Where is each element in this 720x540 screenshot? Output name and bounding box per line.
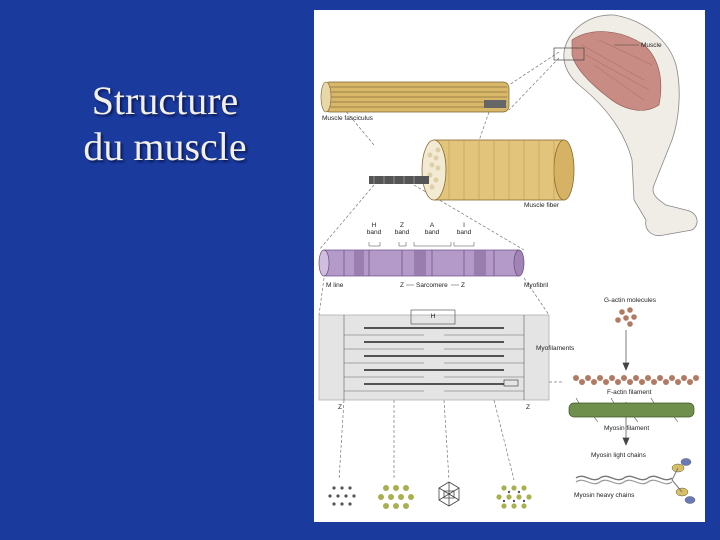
h-marker-label: H [431, 313, 436, 320]
m-line-label: M line [326, 282, 344, 289]
g-actin-label: G-actin molecules [604, 297, 657, 304]
fasciculus-illustration [321, 82, 509, 112]
z-left-label: Z [400, 282, 404, 289]
z-right-label: Z [461, 282, 465, 289]
myosin-light-chains-label: Myosin light chains [591, 452, 647, 459]
f-actin-filament [573, 375, 699, 385]
myofilaments-illustration [319, 310, 549, 400]
slide-title: Structure du muscle [40, 78, 290, 170]
title-line-2: du muscle [40, 124, 290, 170]
myosin-filament-label: Myosin filament [604, 425, 649, 432]
muscle-label: Muscle [641, 42, 662, 49]
z-bottom-left-label: Z [338, 404, 342, 411]
sarcomere-label: Sarcomere [416, 282, 448, 289]
g-actin-molecules [615, 307, 637, 327]
muscle-structure-figure: Muscle Muscle fasciculus [314, 10, 705, 522]
z-bottom-right-label: Z [526, 404, 530, 411]
myofilaments-label: Myofilaments [536, 345, 575, 352]
myosin-heavy-chains-label: Myosin heavy chains [574, 492, 635, 499]
cross-sections [328, 482, 531, 509]
figure-svg: Muscle Muscle fasciculus [314, 10, 705, 522]
arm-illustration [554, 15, 697, 236]
myofibril-illustration [319, 250, 524, 276]
f-actin-label: F-actin filament [607, 389, 652, 396]
fiber-label: Muscle fiber [524, 202, 560, 209]
fasciculus-label: Muscle fasciculus [322, 115, 374, 122]
fiber-illustration [369, 140, 574, 200]
myofibril-label: Myofibril [524, 282, 549, 289]
title-line-1: Structure [40, 78, 290, 124]
myosin-filament-illustration [569, 398, 694, 422]
